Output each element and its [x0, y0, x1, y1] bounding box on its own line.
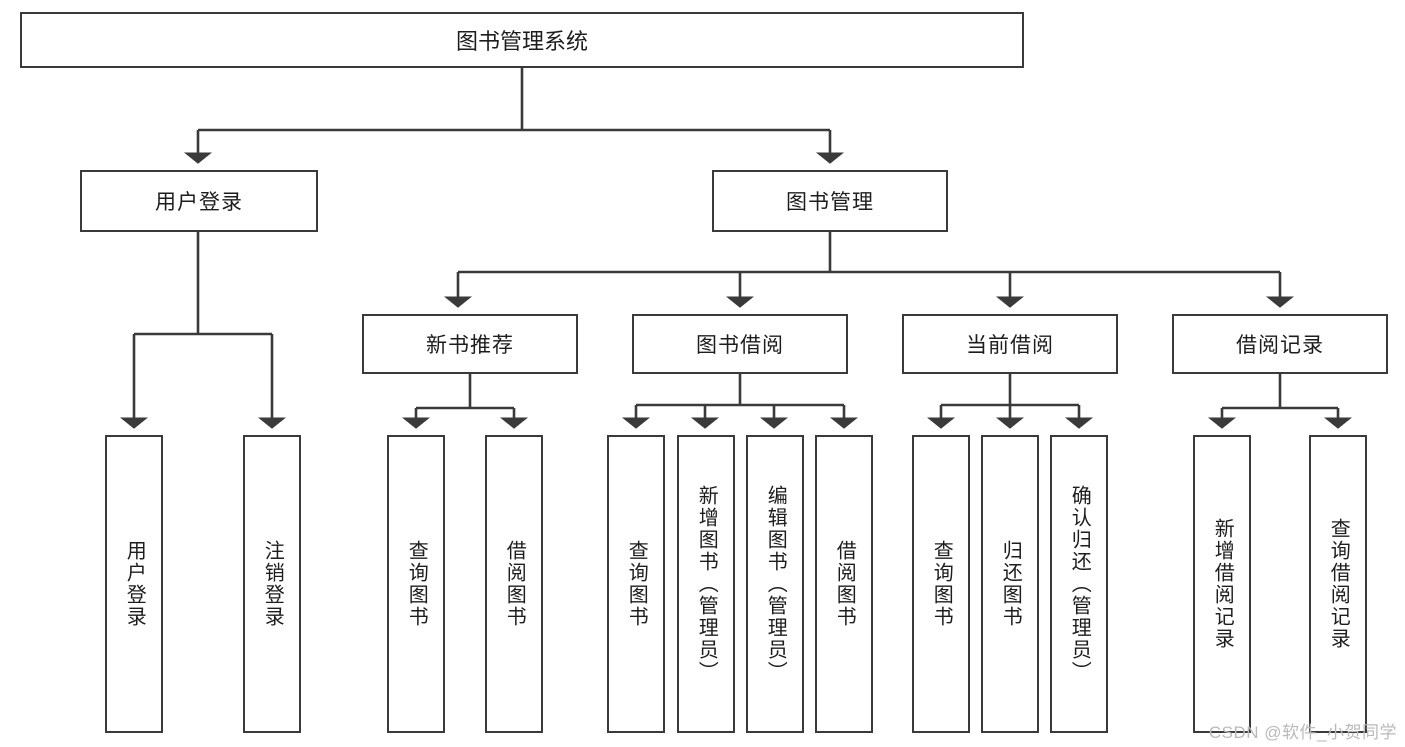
node-label: 用户登录: [123, 540, 146, 628]
node-label: 图书借阅: [696, 334, 784, 357]
leaf-query-borrow-record[interactable]: 查询借阅记录: [1309, 435, 1367, 733]
node-label: 查询图书: [930, 540, 953, 628]
leaf-borrow-book-borrow[interactable]: 借阅图书: [815, 435, 873, 733]
node-current-borrow[interactable]: 当前借阅: [902, 314, 1118, 374]
node-book-borrow[interactable]: 图书借阅: [632, 314, 848, 374]
leaf-user-logout[interactable]: 注销登录: [243, 435, 301, 733]
node-label: 借阅图书: [503, 540, 526, 628]
node-user-login[interactable]: 用户登录: [80, 170, 318, 232]
node-label: 图书管理系统: [455, 29, 588, 54]
node-new-book-recommend[interactable]: 新书推荐: [362, 314, 578, 374]
node-label: 借阅记录: [1236, 334, 1324, 357]
leaf-return-book[interactable]: 归还图书: [981, 435, 1039, 733]
node-book-management[interactable]: 图书管理: [712, 170, 948, 232]
node-label: 查询图书: [625, 540, 648, 628]
node-label: 新书推荐: [426, 334, 514, 357]
node-label: 编辑图书（管理员）: [764, 485, 787, 683]
node-label: 用户登录: [155, 191, 243, 214]
node-label: 查询借阅记录: [1327, 518, 1350, 650]
leaf-edit-book-admin[interactable]: 编辑图书（管理员）: [746, 435, 804, 733]
node-label: 新增图书（管理员）: [695, 485, 718, 683]
node-label: 借阅图书: [833, 540, 856, 628]
leaf-borrow-book-new-recommend[interactable]: 借阅图书: [485, 435, 543, 733]
node-label: 归还图书: [999, 540, 1022, 628]
node-label: 新增借阅记录: [1211, 518, 1234, 650]
node-label: 当前借阅: [966, 334, 1054, 357]
node-borrow-record[interactable]: 借阅记录: [1172, 314, 1388, 374]
node-label: 注销登录: [261, 540, 284, 628]
node-label: 图书管理: [786, 191, 874, 214]
node-label: 确认归还（管理员）: [1068, 485, 1091, 683]
leaf-query-book-borrow[interactable]: 查询图书: [607, 435, 665, 733]
leaf-add-borrow-record[interactable]: 新增借阅记录: [1193, 435, 1251, 733]
leaf-add-book-admin[interactable]: 新增图书（管理员）: [677, 435, 735, 733]
node-label: 查询图书: [405, 540, 428, 628]
leaf-query-book-current[interactable]: 查询图书: [912, 435, 970, 733]
leaf-confirm-return-admin[interactable]: 确认归还（管理员）: [1050, 435, 1108, 733]
leaf-user-login[interactable]: 用户登录: [105, 435, 163, 733]
node-root-book-management-system[interactable]: 图书管理系统: [20, 12, 1024, 68]
leaf-query-book-new-recommend[interactable]: 查询图书: [387, 435, 445, 733]
